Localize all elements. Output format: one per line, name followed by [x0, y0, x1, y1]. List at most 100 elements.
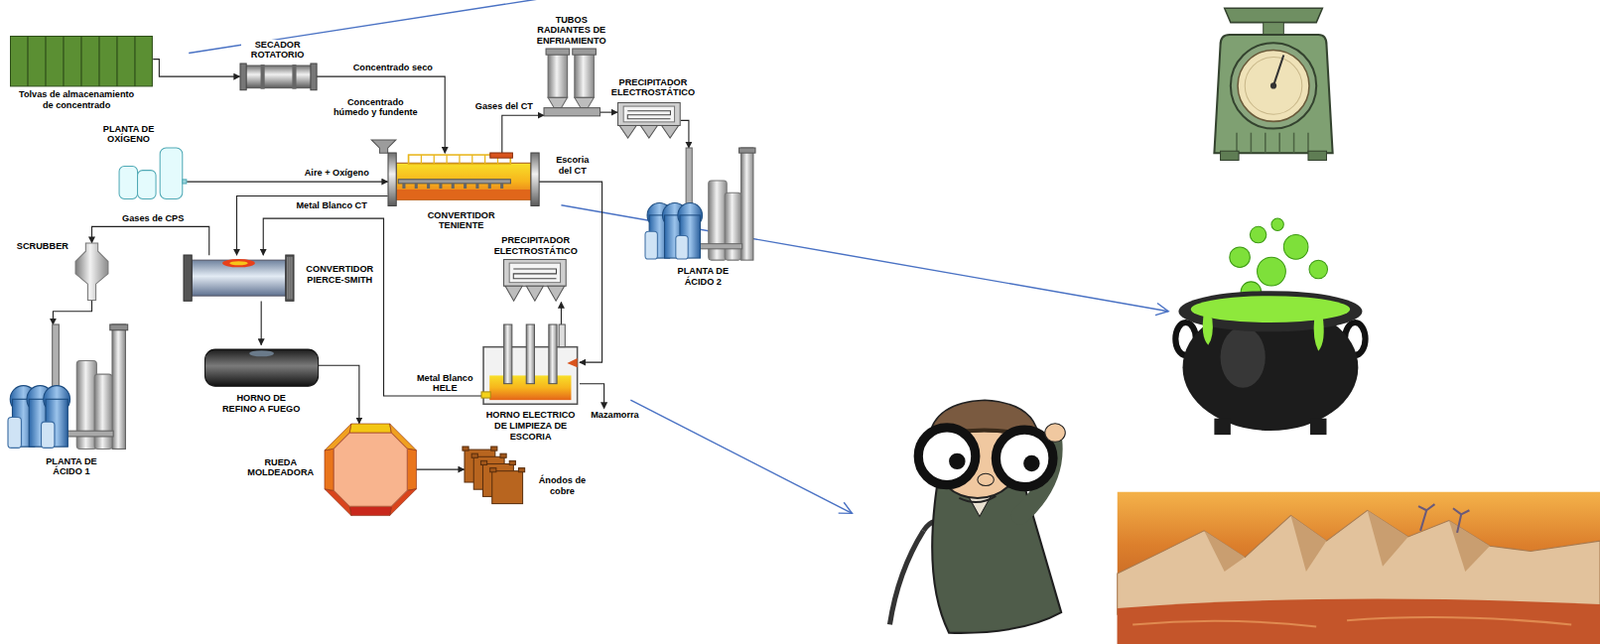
flow-label: Escoria del CT — [547, 154, 597, 176]
bubble — [1257, 257, 1287, 286]
gas-duct — [52, 324, 60, 391]
cauldron-foot — [1213, 418, 1230, 435]
mountain-shade — [1203, 531, 1245, 572]
oxygen-plant: PLANTA DE OXÍGENO — [117, 147, 187, 199]
dryer-drum — [244, 65, 313, 89]
dryer-ring — [240, 63, 247, 91]
equipment-icon — [645, 147, 763, 261]
scale-pan — [1224, 7, 1324, 22]
flow-label: Metal Blanco HELE — [411, 373, 478, 395]
anode-lug — [500, 454, 507, 459]
hopper-bank: Tolvas de almacenamiento de concentrado — [9, 35, 153, 87]
anode-lug — [490, 446, 497, 451]
precipitator: PRECIPITADOR ELECTROSTÁTICO — [617, 102, 681, 139]
copper-anodes: Ánodos de cobre — [464, 446, 529, 511]
converter-flame — [222, 259, 256, 267]
flow-connector — [560, 301, 562, 325]
equipment-icon — [543, 48, 601, 119]
anode-lug — [489, 468, 496, 473]
flow-label: Gases de CPS — [121, 213, 185, 225]
slag-inlet — [567, 358, 578, 368]
acid-plant: PLANTA DE ÁCIDO 2 — [645, 147, 763, 261]
equipment-label: PRECIPITADOR ELECTROSTÁTICO — [603, 77, 704, 99]
equipment-label: PLANTA DE ÁCIDO 2 — [661, 266, 745, 287]
tuyere — [438, 183, 442, 189]
equipment-label: TUBOS RADIANTES DE ENFRIAMIENTO — [529, 14, 615, 47]
equipment-label: HORNO ELECTRICO DE LIMPIEZA DE ESCORIA — [480, 409, 581, 442]
converter-pipe — [471, 154, 473, 164]
equipment-label: SCRUBBER — [15, 241, 70, 253]
leader-arrowhead — [1155, 302, 1169, 315]
cauldron-illustration — [1175, 218, 1365, 435]
acid-tank — [41, 421, 55, 448]
furnace-port — [249, 350, 274, 357]
electrode — [548, 324, 557, 385]
flow-connector — [261, 300, 263, 345]
tube-cap — [572, 48, 597, 55]
equipment-label: PLANTA DE ÁCIDO 1 — [29, 456, 114, 478]
wheel-segment — [406, 448, 416, 491]
precipitator-body — [503, 260, 566, 287]
converter-bath — [396, 189, 532, 200]
stack — [740, 147, 753, 261]
cauldron-liquid — [1191, 295, 1350, 323]
scale-dial — [1237, 49, 1310, 122]
scale-illustration — [1213, 7, 1333, 160]
precipitator-body — [617, 102, 680, 126]
converter-pipe — [445, 154, 447, 164]
hopper-divider — [134, 35, 136, 86]
flow-connector — [316, 76, 446, 153]
converter-flame — [229, 261, 249, 266]
note-label: Concentrado húmedo y fundente — [327, 97, 424, 119]
figure-glasses — [918, 427, 976, 486]
acid-tank — [7, 417, 21, 449]
scale-body — [1213, 34, 1333, 153]
cauldron-foot — [1310, 418, 1327, 435]
hopper-divider — [81, 35, 83, 86]
stack — [112, 324, 126, 449]
flow-connector — [152, 59, 240, 77]
converter-rib — [286, 257, 288, 299]
anode-lug — [471, 454, 478, 459]
equipment-label: SECADOR ROTATORIO — [241, 39, 315, 61]
tube-base — [543, 108, 601, 117]
scale-rib — [1293, 133, 1296, 154]
hopper-divider — [27, 35, 29, 86]
equipment-icon — [464, 446, 529, 511]
liquid-drip — [1314, 314, 1325, 352]
figure-coat — [932, 484, 1062, 634]
bubble — [1309, 260, 1329, 279]
ground-texture — [1132, 617, 1572, 627]
tuyere — [426, 183, 430, 189]
cooling-tube — [574, 54, 595, 99]
tuyere — [450, 183, 454, 189]
converter-end — [285, 255, 294, 301]
converter-pipe — [419, 154, 421, 164]
casting-wheel: RUEDA MOLDEADORA — [324, 423, 417, 517]
dryer-ring — [310, 63, 317, 91]
mountain-shade — [1290, 515, 1327, 572]
leader-arrowhead — [838, 502, 853, 514]
cooling-tubes: TUBOS RADIANTES DE ENFRIAMIENTO — [543, 48, 601, 119]
flow-connector — [186, 181, 389, 183]
cartoon-figure — [889, 400, 1066, 634]
tube-cap — [545, 48, 570, 55]
cauldron-highlight — [1220, 326, 1266, 389]
dryer-ring — [291, 64, 296, 90]
tuyere — [463, 183, 467, 189]
electrode — [504, 324, 513, 385]
precipitator-hopper — [662, 125, 679, 138]
converter-end — [531, 152, 539, 206]
gas-duct — [685, 147, 692, 208]
converter-pipe — [458, 154, 460, 164]
converter-shell — [396, 163, 532, 201]
wheel-segment — [324, 448, 334, 491]
figure-cane — [889, 531, 924, 626]
refining-furnace: HORNO DE REFINO A FUEGO — [204, 345, 319, 389]
equipment-label: RUEDA MOLDEADORA — [243, 457, 319, 479]
equipment-icon — [324, 423, 417, 517]
desert-ground — [1117, 599, 1600, 644]
hopper-divider — [63, 35, 65, 86]
tuyere — [500, 183, 504, 189]
